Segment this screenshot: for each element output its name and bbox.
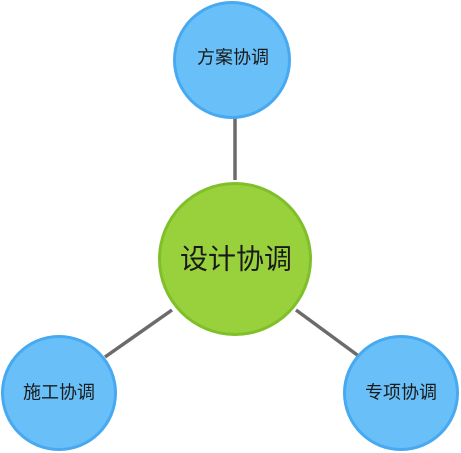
node-circle-right-fill	[346, 338, 456, 448]
connector-left	[103, 308, 174, 359]
node-label-left: 施工协调	[23, 383, 95, 404]
center-circle-fill	[161, 185, 309, 333]
node-special-coordination: 专项协调	[343, 335, 459, 451]
node-circle-top-fill	[176, 4, 288, 116]
node-construction-coordination: 施工协调	[1, 335, 117, 451]
node-scheme-coordination: 方案协调	[173, 1, 291, 119]
node-label-right: 专项协调	[365, 383, 437, 404]
center-label: 设计协调	[180, 243, 292, 276]
node-circle-left-fill	[4, 338, 114, 448]
node-label-top: 方案协调	[197, 48, 269, 69]
node-design-coordination: 设计协调	[158, 182, 312, 336]
connector-right	[294, 308, 362, 359]
